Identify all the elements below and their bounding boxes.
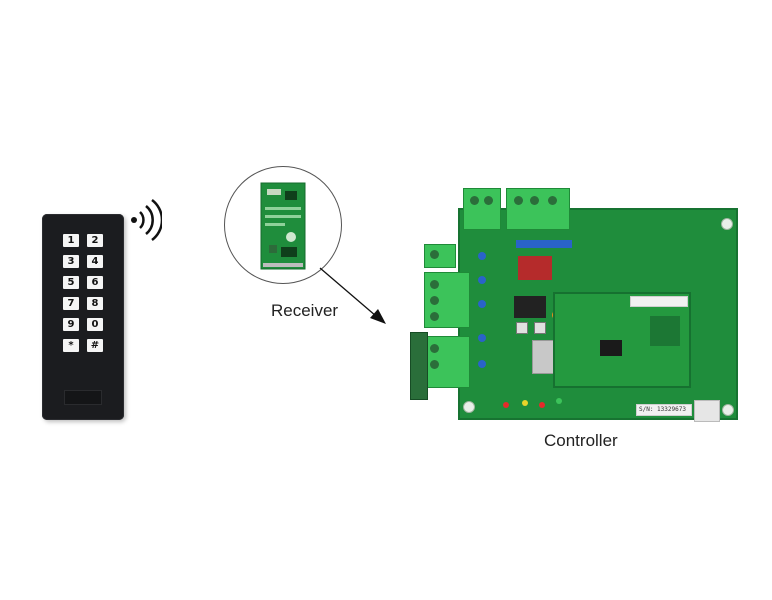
connector: [694, 400, 720, 422]
terminal-screw: [484, 196, 493, 205]
terminal-screw: [430, 344, 439, 353]
chip: [650, 316, 680, 346]
arrow-icon: [319, 267, 386, 324]
mounting-hole: [722, 404, 734, 416]
terminal-screw: [430, 312, 439, 321]
controller-label: Controller: [544, 431, 618, 450]
terminal-block: [506, 188, 570, 230]
terminal-screw: [514, 196, 523, 205]
serial-label: S/N: 13329673: [636, 404, 692, 416]
capacitor: [478, 252, 486, 260]
relay: [518, 256, 552, 280]
mounting-hole: [463, 401, 475, 413]
terminal-block: [463, 188, 501, 230]
keypad-key: *: [63, 339, 79, 352]
keypad-key: #: [87, 339, 103, 352]
status-led: [556, 398, 562, 404]
status-led: [539, 402, 545, 408]
wireless-signal-icon: [131, 199, 162, 241]
terminal-screw: [430, 250, 439, 259]
card-reader-slot: [64, 390, 102, 405]
keypad-key: 2: [87, 234, 103, 247]
terminal-block: [424, 244, 456, 268]
terminal-screw: [430, 280, 439, 289]
capacitor: [478, 360, 486, 368]
keypad-key: 5: [63, 276, 79, 289]
capacitor: [478, 300, 486, 308]
keypad-key: 6: [87, 276, 103, 289]
status-led: [522, 400, 528, 406]
jumper: [516, 322, 528, 334]
barcode-label: [630, 296, 688, 307]
receiver-module-image: [260, 182, 306, 270]
terminal-screw: [430, 296, 439, 305]
chip: [514, 296, 546, 318]
capacitor: [478, 276, 486, 284]
status-led: [503, 402, 509, 408]
terminal-screw: [530, 196, 539, 205]
keypad-key: 9: [63, 318, 79, 331]
capacitor: [478, 334, 486, 342]
keypad-device: 1 2 3 4 5 6 7 8 9 0 * #: [42, 214, 124, 420]
connector-strip: [516, 240, 572, 248]
mounting-hole: [721, 218, 733, 230]
keypad-key: 7: [63, 297, 79, 310]
keypad-key: 8: [87, 297, 103, 310]
receiver-label: Receiver: [271, 301, 339, 320]
keypad-key: 4: [87, 255, 103, 268]
keypad-key: 3: [63, 255, 79, 268]
receiver-magnifier: [224, 166, 342, 284]
terminal-screw: [430, 360, 439, 369]
side-connector: [410, 332, 428, 400]
keypad-key: 0: [87, 318, 103, 331]
chip: [600, 340, 622, 356]
terminal-screw: [470, 196, 479, 205]
keypad-key: 1: [63, 234, 79, 247]
terminal-screw: [548, 196, 557, 205]
jumper: [534, 322, 546, 334]
